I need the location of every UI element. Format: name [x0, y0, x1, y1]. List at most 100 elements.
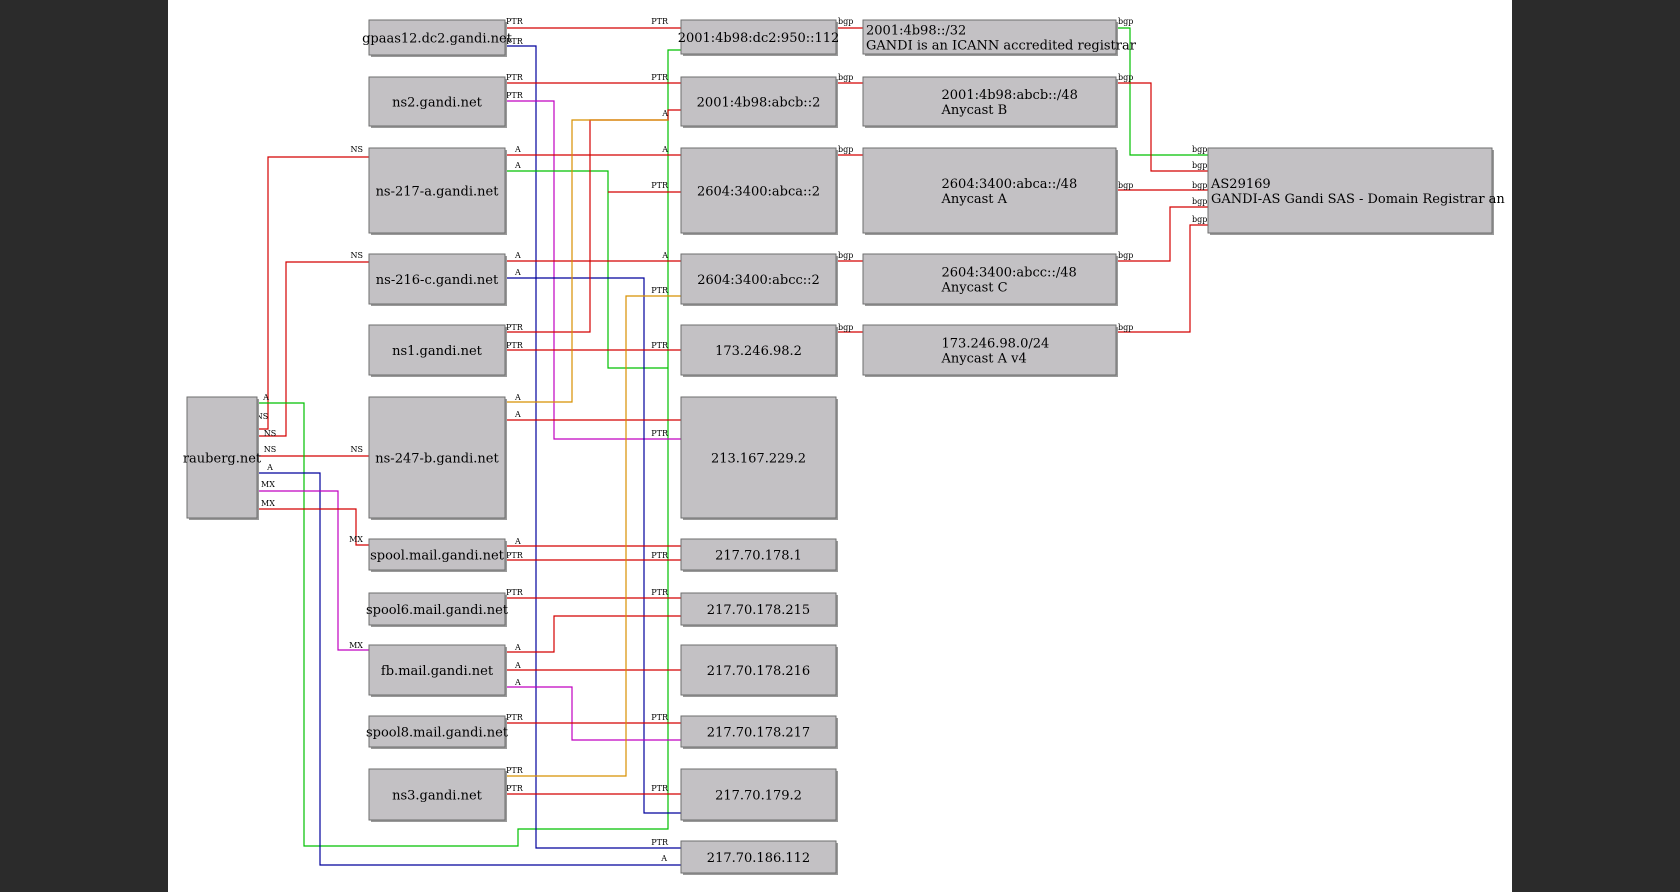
node-label: gpaas12.dc2.gandi.net [362, 32, 513, 47]
edge-orange-17 [505, 119, 668, 403]
node-box [368, 644, 506, 696]
edge-label-bgp: bgp [838, 73, 853, 82]
node-spool8[interactable]: spool8.mail.gandi.net [366, 715, 509, 749]
node-label: rauberg.net [183, 452, 262, 467]
node-box [368, 538, 506, 571]
edge-red-38 [1116, 224, 1208, 333]
edge-label-ptr: PTR [651, 73, 669, 82]
node-box [862, 324, 1117, 376]
node-ip-213[interactable]: 213.167.229.2 [680, 396, 838, 520]
node-rauberg[interactable]: rauberg.net [183, 396, 262, 520]
node-ns3[interactable]: ns3.gandi.net [368, 768, 507, 822]
edge-label-bgp: bgp [1192, 161, 1207, 170]
node-ns1[interactable]: ns1.gandi.net [368, 324, 507, 377]
edge-red-0 [257, 156, 369, 430]
node-ip-186-112[interactable]: 217.70.186.112 [680, 840, 838, 875]
edge-label-ptr: PTR [506, 341, 524, 350]
edge-label-bgp: bgp [1118, 323, 1133, 332]
node-box [680, 324, 837, 376]
node-box [680, 396, 837, 519]
edge-label-a: A [661, 145, 668, 154]
edge-label-ns: NS [351, 251, 363, 260]
edge-red-15 [505, 109, 681, 333]
node-ns247b[interactable]: ns-247-b.gandi.net [368, 396, 507, 520]
node-box [680, 19, 837, 55]
edge-orange-27 [505, 295, 681, 777]
node-label: Anycast B [941, 103, 1008, 118]
node-ip-173[interactable]: 173.246.98.2 [680, 324, 838, 377]
node-ip-178-216[interactable]: 217.70.178.216 [680, 644, 838, 697]
edge-label-bgp: bgp [1118, 181, 1133, 190]
edge-red-37 [1116, 206, 1208, 262]
edge-label-bgp: bgp [1192, 145, 1207, 154]
edge-label-ptr: PTR [651, 784, 669, 793]
node-box [680, 253, 837, 305]
edge-label-ptr: PTR [651, 286, 669, 295]
edge-label-ptr: PTR [506, 73, 524, 82]
edge-red-6 [257, 508, 369, 546]
edge-green-34 [1116, 27, 1208, 156]
edge-label-ns: NS [264, 445, 276, 454]
edge-label-bgp: bgp [1192, 215, 1207, 224]
node-label: 173.246.98.0/24 [942, 337, 1050, 352]
node-ip-179-2[interactable]: 217.70.179.2 [680, 768, 838, 822]
node-ip-178-1[interactable]: 217.70.178.1 [680, 538, 838, 572]
node-box [680, 592, 837, 626]
edge-label-bgp: bgp [1118, 17, 1133, 26]
node-box [368, 768, 506, 821]
node-ip-178-215[interactable]: 217.70.178.215 [680, 592, 838, 627]
node-label: AS29169 [1210, 177, 1271, 192]
node-spool6[interactable]: spool6.mail.gandi.net [366, 592, 509, 627]
node-ip-2604-abcc[interactable]: 2604:3400:abcc::2 [680, 253, 838, 306]
edge-label-ptr: PTR [506, 784, 524, 793]
node-label: 217.70.178.216 [707, 664, 810, 679]
edge-label-bgp: bgp [1118, 73, 1133, 82]
node-ip-2001-950[interactable]: 2001:4b98:dc2:950::112 [678, 19, 840, 56]
edge-label-ptr: PTR [506, 588, 524, 597]
edge-label-bgp: bgp [838, 17, 853, 26]
node-ip-178-217[interactable]: 217.70.178.217 [680, 715, 838, 749]
node-label: GANDI is an ICANN accredited registrar [866, 39, 1137, 54]
edge-magenta-10 [505, 100, 681, 440]
edge-label-ns: NS [351, 145, 363, 154]
node-label: 2604:3400:abca::2 [697, 185, 820, 200]
edge-label-ptr: PTR [506, 551, 524, 560]
node-ns216c[interactable]: ns-216-c.gandi.net [368, 253, 507, 306]
node-gpaas12[interactable]: gpaas12.dc2.gandi.net [362, 19, 513, 57]
edge-label-a: A [661, 109, 668, 118]
node-label: 2001:4b98:dc2:950::112 [678, 31, 840, 46]
node-label: 217.70.186.112 [707, 851, 810, 866]
node-label: 2604:3400:abca::/48 [942, 177, 1078, 192]
edge-label-ptr: PTR [506, 323, 524, 332]
node-fb[interactable]: fb.mail.gandi.net [368, 644, 507, 697]
node-box [680, 644, 837, 696]
edge-red-1 [257, 261, 369, 437]
node-box [680, 715, 837, 748]
node-box [680, 768, 837, 821]
node-ip-2604-abca[interactable]: 2604:3400:abca::2 [680, 147, 838, 235]
node-ns217a[interactable]: ns-217-a.gandi.net [368, 147, 507, 235]
edge-label-mx: MX [261, 480, 275, 489]
edge-label-ptr: PTR [506, 37, 524, 46]
node-box [368, 76, 506, 127]
node-label: ns1.gandi.net [392, 344, 483, 359]
edge-label-mx: MX [349, 535, 363, 544]
node-ns2[interactable]: ns2.gandi.net [368, 76, 507, 128]
node-box [862, 253, 1117, 305]
node-ip-2001-abcb[interactable]: 2001:4b98:abcb::2 [680, 76, 838, 128]
edge-label-ns: NS [264, 429, 276, 438]
node-label: ns3.gandi.net [392, 789, 483, 804]
node-spool[interactable]: spool.mail.gandi.net [368, 538, 507, 572]
nodes-layer: rauberg.net gpaas12.dc2.gandi.net ns2.gand… [183, 19, 1505, 875]
node-box [368, 715, 506, 748]
edge-label-a: A [514, 678, 521, 687]
